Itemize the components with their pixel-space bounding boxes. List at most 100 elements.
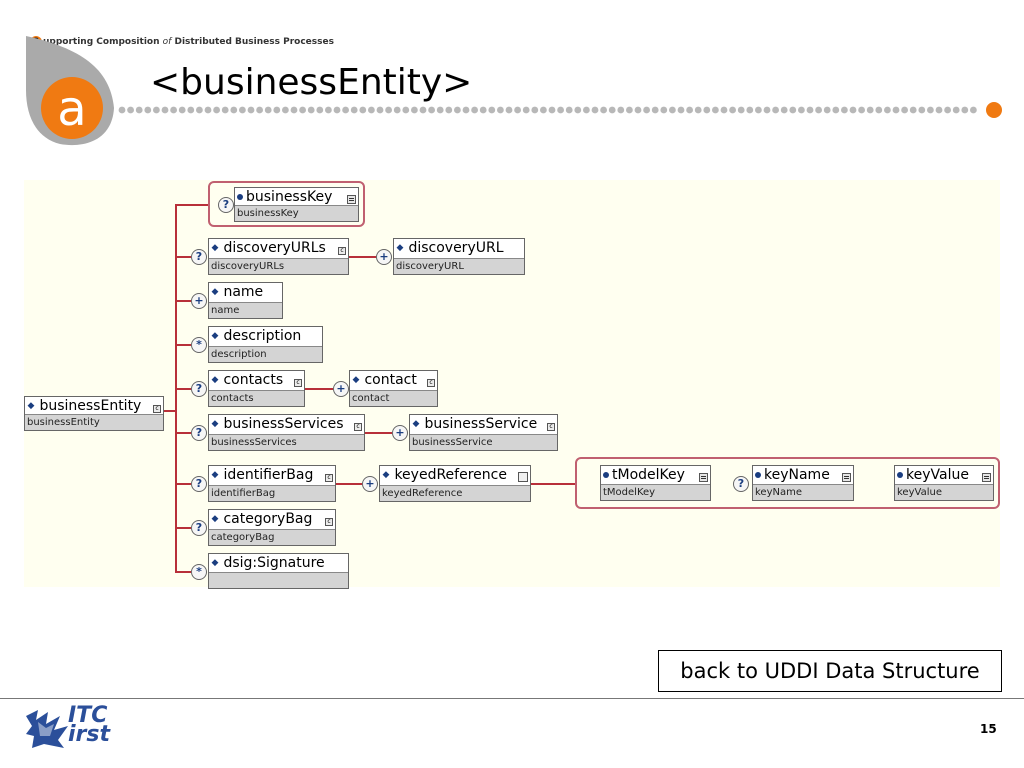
element-contacts[interactable]: ◆ contacts c contacts (208, 370, 305, 407)
rule-dot (393, 106, 401, 114)
rule-dot (471, 106, 478, 114)
rule-dot (187, 106, 195, 114)
complex-type-icon: c (354, 423, 362, 431)
tagline-part2: Distributed Business Processes (174, 37, 334, 47)
element-name: keyValue (906, 467, 969, 483)
element-description[interactable]: ◆ description description (208, 326, 323, 363)
attribute-dot-icon (897, 472, 903, 478)
rule-dot (565, 106, 573, 114)
complex-type-icon: c (294, 379, 302, 387)
tagline-part1: upporting Composition (43, 37, 160, 47)
element-categorybag[interactable]: ◆ categoryBag c categoryBag (208, 509, 336, 546)
element-diamond-icon: ◆ (211, 375, 219, 385)
optional-compositor-icon: ? (191, 249, 207, 265)
rule-dot (643, 106, 650, 114)
attribute-keyvalue[interactable]: keyValue keyValue (894, 465, 994, 501)
logo-letter: a (57, 81, 86, 137)
attribute-keyname[interactable]: keyName keyName (752, 465, 854, 501)
rule-dot (737, 106, 745, 114)
rule-dot (892, 106, 900, 114)
rule-dot (178, 106, 186, 114)
rule-dot (497, 106, 504, 114)
attribute-tmodelkey[interactable]: tModelKey tModelKey (600, 465, 711, 501)
one-or-more-compositor-icon: + (191, 293, 207, 309)
element-discoveryurl[interactable]: ◆ discoveryURL discoveryURL (393, 238, 525, 275)
element-identifierbag[interactable]: ◆ identifierBag c identifierBag (208, 465, 336, 502)
rule-dot (798, 106, 805, 114)
wire (175, 571, 191, 573)
rule-dot (385, 106, 392, 114)
rule-dot (428, 106, 435, 114)
element-name: categoryBag (223, 511, 313, 527)
rule-dot (591, 106, 599, 114)
optional-compositor-icon: ? (191, 381, 207, 397)
rule-dot (677, 106, 685, 114)
rule-dot (858, 106, 865, 114)
element-contact[interactable]: ◆ contact c contact (349, 370, 438, 407)
rule-dot (342, 106, 349, 114)
rule-dot (376, 106, 384, 114)
element-type: discoveryURL (394, 258, 524, 274)
footer-divider (0, 698, 1024, 699)
element-businessservices[interactable]: ◆ businessServices c businessServices (208, 414, 365, 451)
rule-dot (918, 106, 926, 114)
element-diamond-icon: ◆ (211, 243, 219, 253)
rule-dot (290, 106, 298, 114)
element-discoveryurls[interactable]: ◆ discoveryURLs c discoveryURLs (208, 238, 349, 275)
element-type: keyName (753, 484, 853, 500)
rule-dot (247, 106, 255, 114)
rule-dot (273, 106, 281, 114)
logo-line-itc: ITC (68, 703, 108, 728)
rule-dot (411, 106, 418, 114)
rule-dot (135, 106, 143, 114)
element-dsig-signature[interactable]: ◆ dsig:Signature (208, 553, 349, 589)
back-to-uddi-link[interactable]: back to UDDI Data Structure (658, 650, 1002, 692)
optional-compositor-icon: ? (218, 197, 234, 213)
rule-dot (935, 106, 943, 114)
rule-dot (368, 106, 375, 114)
element-businessentity[interactable]: ◆ businessEntity c businessEntity (24, 396, 164, 431)
complex-type-icon: c (427, 379, 435, 387)
element-name: keyedReference (394, 467, 507, 483)
element-name: discoveryURL (408, 240, 504, 256)
element-type: tModelKey (601, 484, 710, 500)
wire (336, 483, 362, 485)
element-name: tModelKey (612, 467, 685, 483)
rule-dot (196, 106, 203, 114)
element-type: businessService (410, 434, 557, 450)
rule-dot (256, 106, 263, 114)
element-diamond-icon: ◆ (352, 375, 360, 385)
rule-dot (540, 106, 547, 114)
wire (531, 483, 575, 485)
rule-dot (213, 106, 220, 114)
element-name: businessKey (246, 189, 333, 205)
element-diamond-icon: ◆ (382, 470, 390, 480)
element-name[interactable]: ◆ name name (208, 282, 283, 319)
rule-dot (548, 106, 556, 114)
element-type: discoveryURLs (209, 258, 348, 274)
rule-dot (694, 106, 702, 114)
rule-dot (875, 106, 883, 114)
rule-dot (204, 106, 212, 114)
rule-dot (746, 106, 754, 114)
element-type (209, 572, 348, 588)
rule-dot (170, 106, 177, 114)
rule-dot (841, 106, 848, 114)
element-keyedreference[interactable]: ◆ keyedReference keyedReference (379, 465, 531, 502)
rule-dot (909, 106, 917, 114)
wire (175, 344, 191, 346)
logo-a-icon: a (26, 36, 114, 146)
rule-dot (307, 106, 315, 114)
element-name: dsig:Signature (223, 555, 325, 571)
rule-dot (626, 106, 633, 114)
wire (175, 483, 191, 485)
rule-dot (952, 106, 960, 114)
rule-dot (325, 106, 332, 114)
element-businesskey[interactable]: businessKey businessKey (234, 187, 359, 222)
rule-dot (557, 106, 564, 114)
attributes-toggle-icon[interactable] (518, 472, 528, 482)
itc-irst-logo-text: ITC irst (68, 703, 110, 746)
simple-type-icon (982, 473, 991, 482)
element-businessservice[interactable]: ◆ businessService c businessService (409, 414, 558, 451)
wire (175, 256, 191, 258)
